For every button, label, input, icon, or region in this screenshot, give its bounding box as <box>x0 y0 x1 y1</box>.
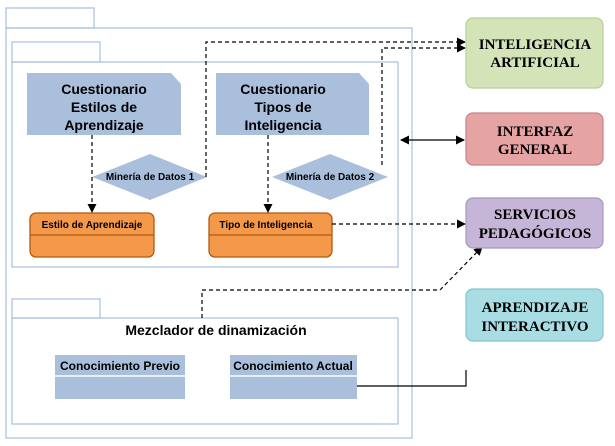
outer-package-tab <box>5 7 95 29</box>
ai-box-shape <box>465 17 604 89</box>
interactive-box-shape <box>465 288 604 342</box>
interface-line-1: INTERFAZ <box>497 124 573 140</box>
pedagogical-line-2: PEDAGÓGICOS <box>479 225 592 242</box>
intelligence-type-result-label: Tipo de Inteligencia <box>219 220 313 231</box>
intelligence-types-line-2: Tipos de <box>254 99 312 115</box>
data-mining-1: Minería de Datos 1 <box>92 154 207 200</box>
diagnosis-package-body <box>11 61 399 268</box>
pedagogical-line-1: SERVICIOS <box>494 207 576 223</box>
mixer-package: Mezclador de dinamización Conocimiento P… <box>11 298 399 425</box>
pedagogical-services-box: SERVICIOS PEDAGÓGICOS <box>465 197 604 249</box>
diagnosis-package-tab <box>11 41 101 63</box>
ai-line-1: INTELIGENCIA <box>479 37 592 53</box>
learning-styles-line-3: Aprendizaje <box>64 117 144 133</box>
interface-line-2: GENERAL <box>498 142 572 158</box>
connector-mining1-to-ai <box>205 37 466 177</box>
outer-package <box>5 7 413 439</box>
ai-box: INTELIGENCIA ARTIFICIAL <box>465 17 604 89</box>
learning-style-result: Estilo de Aprendizaje <box>29 212 155 258</box>
learning-style-result-label: Estilo de Aprendizaje <box>42 220 143 231</box>
intelligence-types-document-shape <box>216 73 369 135</box>
outer-package-body <box>5 27 413 439</box>
diagnosis-connectors <box>87 37 466 229</box>
intelligence-types-line-1: Cuestionario <box>240 81 326 97</box>
mixer-package-tab <box>11 298 101 319</box>
interface-box-shape <box>465 112 604 166</box>
intelligence-types-line-3: Inteligencia <box>244 117 321 133</box>
current-knowledge-label: Conocimiento Actual <box>233 359 353 373</box>
prior-knowledge-label: Conocimiento Previo <box>60 359 180 373</box>
intelligence-types-questionnaire: Cuestionario Tipos de Inteligencia <box>216 73 369 135</box>
data-mining-1-diamond <box>92 154 207 200</box>
connector-mining2-to-ai <box>381 43 466 165</box>
interactive-line-1: APRENDIZAJE <box>482 300 589 316</box>
prior-knowledge-box <box>55 355 185 399</box>
learning-styles-questionnaire: Cuestionario Estilos de Aprendizaje <box>27 73 181 135</box>
ai-line-2: ARTIFICIAL <box>490 55 580 71</box>
data-mining-1-label: Minería de Datos 1 <box>106 172 195 183</box>
connector-current-to-interactive <box>357 370 467 387</box>
connector-mixer-to-pedagogical <box>201 246 483 318</box>
pedagogical-box-shape <box>465 197 604 249</box>
learning-styles-line-1: Cuestionario <box>61 81 147 97</box>
data-mining-2: Minería de Datos 2 <box>272 154 388 200</box>
interface-box: INTERFAZ GENERAL <box>465 112 604 166</box>
intelligence-type-result: Tipo de Inteligencia <box>208 212 333 258</box>
mixer-package-body <box>11 317 399 425</box>
interactive-line-2: INTERACTIVO <box>481 319 588 335</box>
interactive-learning-box: APRENDIZAJE INTERACTIVO <box>465 288 604 342</box>
diagnosis-package <box>11 41 399 268</box>
learning-styles-document-shape <box>27 73 181 135</box>
data-mining-2-diamond <box>272 154 388 200</box>
current-knowledge-box <box>230 355 357 399</box>
data-mining-2-label: Minería de Datos 2 <box>286 172 375 183</box>
mixer-title: Mezclador de dinamización <box>125 322 306 338</box>
learning-styles-line-2: Estilos de <box>71 99 137 115</box>
